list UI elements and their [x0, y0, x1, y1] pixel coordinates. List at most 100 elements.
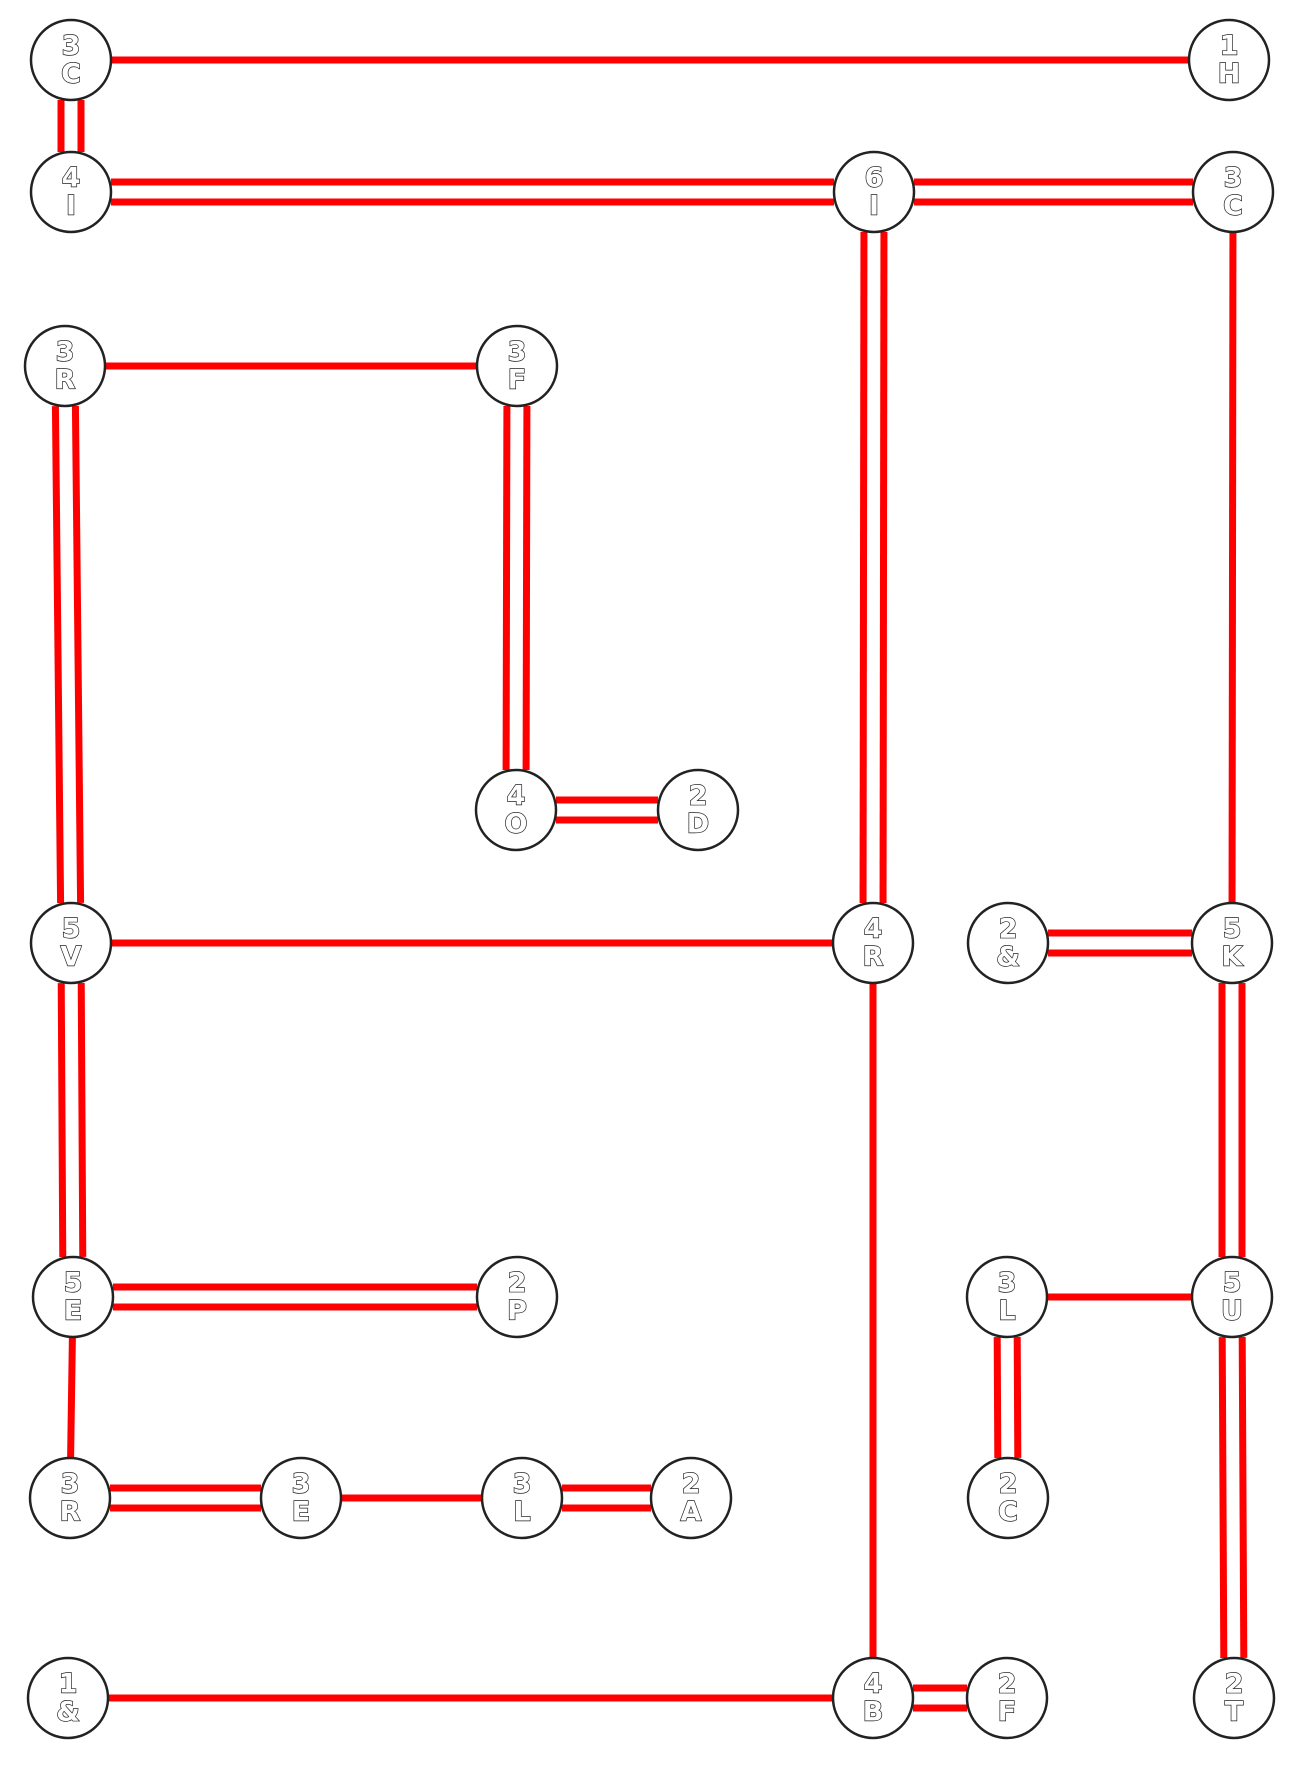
island-letter: R [60, 1497, 81, 1528]
island-letter: E [64, 1296, 82, 1327]
island-circle [29, 901, 113, 985]
island-letter: L [998, 1296, 1015, 1327]
island-circle [1192, 1656, 1276, 1740]
island-node: 2T [1192, 1656, 1276, 1740]
island-node: 2P [475, 1255, 559, 1339]
island-letter: V [61, 942, 82, 973]
island-circle [475, 1255, 559, 1339]
island-circle [832, 150, 916, 234]
island-circle [480, 1456, 564, 1540]
island-letter: & [56, 1697, 80, 1728]
island-circle [26, 1656, 110, 1740]
island-node: 3C [29, 18, 113, 102]
island-circle [649, 1456, 733, 1540]
island-circle [29, 18, 113, 102]
island-node: 4I [29, 150, 113, 234]
bridge-n16-n22-line-2 [993, 1337, 1002, 1459]
island-count: 1 [1220, 31, 1239, 62]
island-letter: C [1223, 191, 1243, 222]
island-node: 3R [28, 1456, 112, 1540]
bridge-n14-n18-line-1 [67, 1336, 76, 1459]
island-letter: D [687, 809, 709, 840]
island-count: 2 [999, 914, 1018, 945]
island-letter: B [863, 1697, 884, 1728]
island-node: 5V [29, 901, 113, 985]
island-node: 3L [480, 1456, 564, 1540]
bridge-n6-n10-line-1 [71, 405, 85, 903]
island-node: 6I [832, 150, 916, 234]
island-letter: R [55, 365, 76, 396]
bridge-layer [51, 56, 1248, 1712]
bridge-n7-n8-line-1 [522, 406, 531, 771]
island-count: 2 [689, 781, 708, 812]
island-node: 2& [966, 901, 1050, 985]
island-count: 2 [998, 1669, 1017, 1700]
island-letter: E [292, 1497, 310, 1528]
island-count: 3 [292, 1469, 311, 1500]
bridge-n10-n14-line-1 [77, 982, 87, 1257]
node-layer: 3C1H4I6I3C3R3F4O2D5V4R2&5K5E2P3L5U3R3E3L… [23, 18, 1276, 1740]
island-node: 1H [1187, 18, 1271, 102]
island-count: 6 [865, 163, 884, 194]
island-count: 3 [1224, 163, 1243, 194]
island-node: 5U [1190, 1255, 1274, 1339]
island-node: 3E [259, 1456, 343, 1540]
island-count: 3 [513, 1469, 532, 1500]
island-letter: L [513, 1497, 530, 1528]
bridge-n10-n14-line-2 [57, 983, 67, 1258]
island-count: 3 [508, 337, 527, 368]
island-circle [23, 324, 107, 408]
bridge-n17-n26-line-2 [1218, 1337, 1228, 1659]
island-node: 5K [1190, 901, 1274, 985]
island-letter: R [863, 942, 884, 973]
island-node: 4R [831, 901, 915, 985]
island-letter: K [1222, 942, 1244, 973]
island-count: 3 [56, 337, 75, 368]
island-count: 4 [62, 163, 81, 194]
island-letter: F [508, 365, 526, 396]
island-circle [966, 1456, 1050, 1540]
bridge-n5-n13-line-1 [1228, 231, 1237, 904]
island-circle [31, 1255, 115, 1339]
island-node: 3F [475, 324, 559, 408]
island-count: 2 [999, 1469, 1018, 1500]
island-count: 3 [61, 1469, 80, 1500]
island-letter: T [1225, 1697, 1244, 1728]
island-node: 4O [474, 768, 558, 852]
island-count: 2 [682, 1469, 701, 1500]
island-circle [965, 1656, 1049, 1740]
island-letter: P [507, 1296, 527, 1327]
island-count: 3 [998, 1268, 1017, 1299]
island-letter: C [61, 59, 81, 90]
island-count: 2 [508, 1268, 527, 1299]
island-circle [1190, 901, 1274, 985]
island-node: 2D [656, 768, 740, 852]
island-circle [966, 901, 1050, 985]
island-node: 5E [31, 1255, 115, 1339]
island-circle [475, 324, 559, 408]
bridge-n4-n11-line-1 [879, 232, 888, 904]
bridge-n16-n22-line-1 [1013, 1336, 1022, 1458]
island-count: 1 [59, 1669, 78, 1700]
island-letter: O [505, 809, 528, 840]
island-circle [474, 768, 558, 852]
island-circle [656, 768, 740, 852]
bridge-n6-n10-line-2 [51, 406, 65, 904]
island-circle [28, 1456, 112, 1540]
island-letter: & [996, 942, 1020, 973]
island-node: 3C [1191, 150, 1275, 234]
island-node: 2F [965, 1656, 1049, 1740]
island-circle [831, 1656, 915, 1740]
island-count: 2 [1225, 1669, 1244, 1700]
island-count: 5 [1223, 914, 1242, 945]
island-letter: H [1218, 59, 1241, 90]
island-node: 4B [831, 1656, 915, 1740]
island-count: 5 [62, 914, 81, 945]
bridge-n7-n8-line-2 [502, 405, 511, 770]
bridge-n4-n11-line-2 [859, 231, 868, 903]
island-circle [259, 1456, 343, 1540]
island-circle [965, 1255, 1049, 1339]
island-circle [1190, 1255, 1274, 1339]
island-circle [1187, 18, 1271, 102]
